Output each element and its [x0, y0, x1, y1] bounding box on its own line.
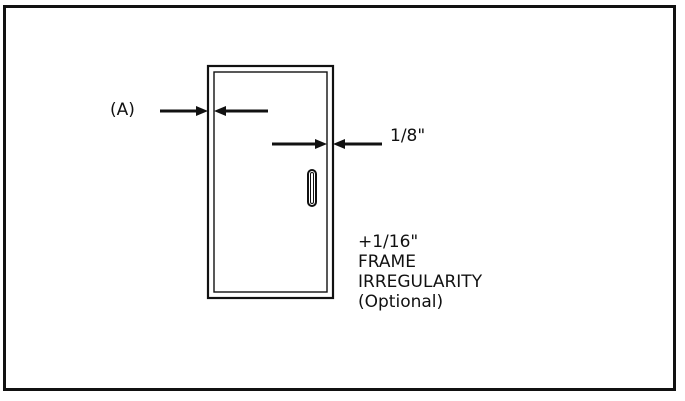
note-line: FRAME [358, 252, 416, 272]
dimension-eighth-right-arrow [333, 139, 382, 149]
note-line: +1/16" [358, 232, 419, 252]
irregularity-note: +1/16" FRAME IRREGULARITY (Optional) [358, 232, 482, 312]
dimension-a-label: (A) [110, 100, 135, 120]
note-line: (Optional) [358, 292, 444, 312]
door-inner-panel [213, 71, 328, 293]
dimension-a-right-arrow [214, 106, 268, 116]
note-line: IRREGULARITY [358, 272, 483, 292]
drawing-border [3, 5, 676, 391]
door-handle [307, 169, 317, 207]
dimension-eighth-label: 1/8" [390, 126, 426, 146]
dimension-a-left-arrow [160, 106, 208, 116]
dimension-eighth-left-arrow [272, 139, 327, 149]
door-handle-inner [310, 172, 314, 204]
door-outer-frame [206, 64, 335, 300]
